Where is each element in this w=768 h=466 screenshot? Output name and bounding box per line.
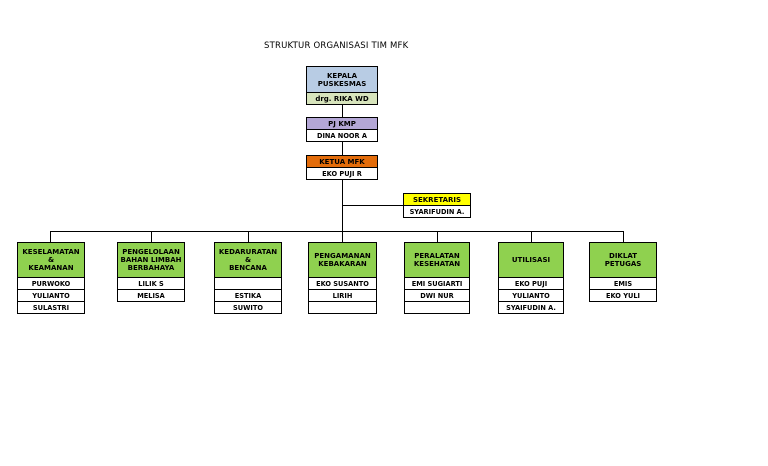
- department-header: PENGAMANAN KEBAKARAN: [308, 242, 377, 278]
- connector-kepala-pj: [342, 105, 343, 117]
- chart-title: STRUKTUR ORGANISASI TIM MFK: [264, 41, 409, 51]
- department-connector: [623, 231, 624, 242]
- department-header: KEDARURATAN & BENCANA: [214, 242, 282, 278]
- department-connector: [248, 231, 249, 242]
- department-connector: [531, 231, 532, 242]
- kepala-role-box: KEPALA PUSKESMAS: [306, 66, 378, 93]
- department-member: SYAIFUDIN A.: [498, 301, 564, 314]
- department-bus-line: [50, 231, 623, 232]
- department-member: EKO YULI: [589, 289, 657, 302]
- department-connector: [151, 231, 152, 242]
- department-member: [404, 301, 470, 314]
- department-connector: [342, 231, 343, 242]
- pj-name-box: DINA NOOR A: [306, 129, 378, 142]
- kepala-name-box: drg. RIKA WD: [306, 92, 378, 105]
- ketua-name-box: EKO PUJI R: [306, 167, 378, 180]
- connector-sekretaris: [342, 205, 403, 206]
- department-member: [308, 301, 377, 314]
- department-member: SULASTRI: [17, 301, 85, 314]
- sekretaris-name-box: SYARIFUDIN A.: [403, 205, 471, 218]
- department-member: MELISA: [117, 289, 185, 302]
- department-header: DIKLAT PETUGAS: [589, 242, 657, 278]
- department-connector: [50, 231, 51, 242]
- department-member: SUWITO: [214, 301, 282, 314]
- department-member: EMI SUGIARTI: [404, 277, 470, 290]
- department-header: PERALATAN KESEHATAN: [404, 242, 470, 278]
- connector-pj-ketua: [342, 142, 343, 155]
- department-header: UTILISASI: [498, 242, 564, 278]
- department-header: KESELAMATAN & KEAMANAN: [17, 242, 85, 278]
- department-header: PENGELOLAAN BAHAN LIMBAH BERBAHAYA: [117, 242, 185, 278]
- department-connector: [437, 231, 438, 242]
